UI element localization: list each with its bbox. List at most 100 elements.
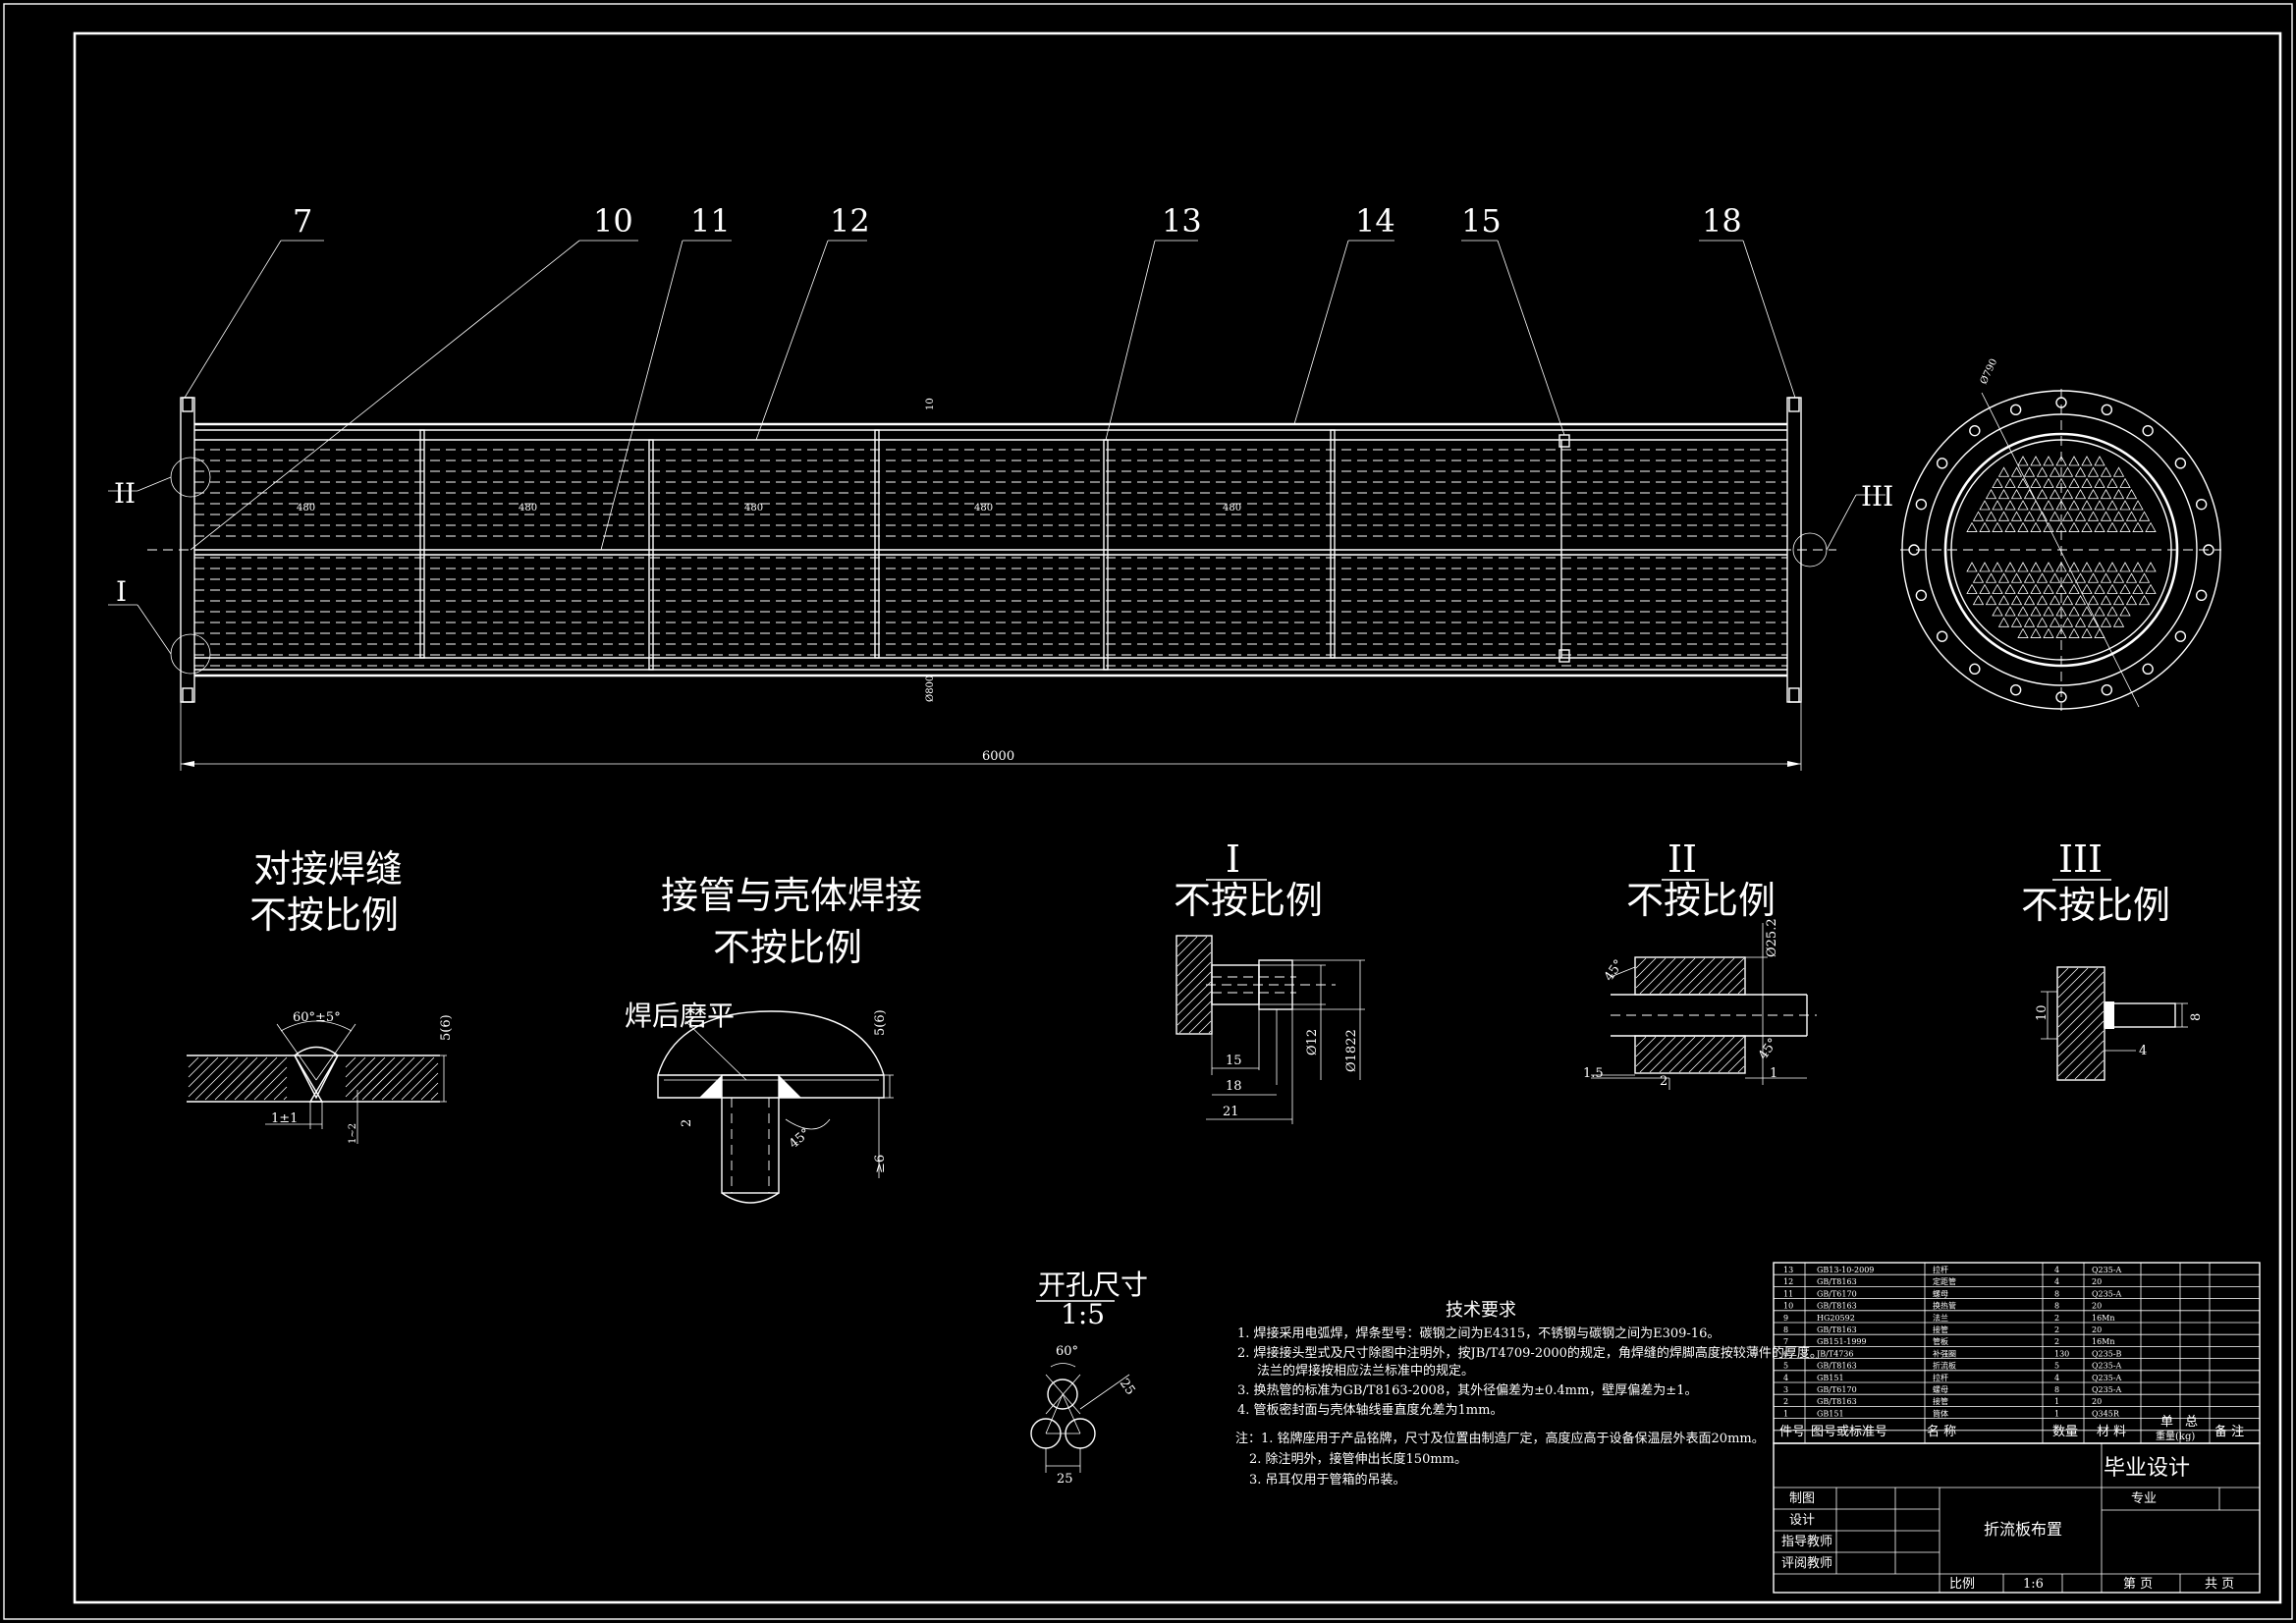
tech-req-title: 技术要求 bbox=[1446, 1300, 1516, 1321]
bom-cell: 拉杆 bbox=[1933, 1265, 1948, 1274]
hatch-line bbox=[273, 1086, 288, 1101]
title-project: 毕业设计 bbox=[2104, 1456, 2190, 1481]
bolt-hole bbox=[1936, 458, 1948, 469]
section-mark-II: II bbox=[114, 477, 136, 510]
hatch-line bbox=[361, 1056, 406, 1101]
tube-hole bbox=[2112, 488, 2125, 500]
tube-hole bbox=[2043, 500, 2054, 511]
tube-hole bbox=[1992, 562, 2003, 572]
tube-hole bbox=[2119, 521, 2131, 532]
tube-hole bbox=[2132, 583, 2144, 594]
bom-cell: Q235-B bbox=[2092, 1349, 2122, 1358]
tube-hole bbox=[1992, 606, 2003, 617]
tube-hole bbox=[2087, 511, 2100, 521]
bolt-hole bbox=[1969, 663, 1981, 676]
tube-hole bbox=[2043, 456, 2054, 466]
tube-hole bbox=[2081, 477, 2093, 488]
tube-hole bbox=[2074, 617, 2087, 627]
tube-hole bbox=[1966, 583, 1978, 594]
title-scale: 1:6 bbox=[2023, 1577, 2044, 1592]
tube-hole bbox=[2081, 627, 2093, 638]
tube-hole bbox=[2094, 477, 2105, 488]
tube-hole bbox=[2119, 583, 2131, 594]
tube-hole bbox=[2061, 572, 2074, 583]
nozzle-weld-detail: 接管与壳体焊接 不按比例 焊后磨平 5(6) 45° ≥6 2 bbox=[625, 874, 922, 1204]
tube-hole bbox=[2004, 583, 2016, 594]
detail-I-roman: I bbox=[1226, 838, 1240, 881]
bom-cell: 接管 bbox=[1933, 1396, 1948, 1406]
tube-hole bbox=[2043, 477, 2054, 488]
hatch-line bbox=[410, 1072, 439, 1101]
bolt-hole bbox=[2142, 424, 2154, 437]
bom-cell: GB/T8163 bbox=[1817, 1397, 1857, 1406]
bom-cell: 13 bbox=[1783, 1266, 1793, 1274]
hatch-line bbox=[188, 1056, 209, 1078]
title-drawing-name: 折流板布置 bbox=[1984, 1520, 2062, 1539]
bom-cell: 4 bbox=[2054, 1277, 2059, 1286]
title-total: 共 页 bbox=[2205, 1577, 2234, 1592]
tube-hole bbox=[2087, 617, 2100, 627]
hatch-line bbox=[1639, 957, 1676, 995]
part-num-7: 7 bbox=[293, 202, 312, 240]
detail-II-l1: 1.5 bbox=[1583, 1066, 1604, 1081]
dim-spacing-2: 480 bbox=[519, 503, 537, 514]
hatch-line bbox=[371, 1056, 415, 1101]
hatch-line bbox=[2057, 967, 2099, 1008]
bom-cell: 20 bbox=[2092, 1277, 2102, 1286]
tube-hole bbox=[2094, 521, 2105, 532]
butt-weld-angle: 60°±5° bbox=[293, 1010, 341, 1025]
dim-spacing-4: 480 bbox=[974, 503, 993, 514]
tube-hole bbox=[2138, 594, 2151, 606]
tube-hole bbox=[1979, 583, 1991, 594]
tube-hole bbox=[2074, 511, 2087, 521]
hatch-line bbox=[1698, 1036, 1735, 1073]
tube-hole bbox=[1979, 521, 1991, 532]
tube-hole bbox=[2017, 521, 2029, 532]
tube-hole bbox=[1997, 466, 2010, 477]
bom-cell: 管板 bbox=[1933, 1336, 1948, 1346]
detail-III-roman: III bbox=[2058, 838, 2103, 881]
tube-hole bbox=[2094, 500, 2105, 511]
bom-cell: 2 bbox=[1783, 1397, 1788, 1406]
hatch-line bbox=[1635, 957, 1647, 969]
part-num-15: 15 bbox=[1461, 202, 1502, 240]
hatch-line bbox=[2057, 1010, 2105, 1057]
tech-requirements: 技术要求 1. 焊接采用电弧焊，焊条型号：碳钢之间为E4315，不锈钢与碳钢之间… bbox=[1235, 1300, 1823, 1488]
tube-hole bbox=[2017, 606, 2029, 617]
tube-hole bbox=[1997, 572, 2010, 583]
tube-hole bbox=[2004, 500, 2016, 511]
part-num-10: 10 bbox=[593, 202, 633, 240]
tube-hole bbox=[2100, 466, 2112, 477]
dim-length: 6000 bbox=[982, 749, 1014, 764]
hatch-line bbox=[352, 1056, 396, 1101]
bom-cell: GB/T8163 bbox=[1817, 1362, 1857, 1371]
hatch-line bbox=[381, 1056, 425, 1101]
tube-hole bbox=[2094, 562, 2105, 572]
tube-hole bbox=[2087, 488, 2100, 500]
bom-cell: 3 bbox=[1783, 1385, 1788, 1394]
hatch-line bbox=[234, 1056, 278, 1101]
tube-hole bbox=[2138, 511, 2151, 521]
hatch-line bbox=[1727, 977, 1745, 995]
hatch-line bbox=[204, 1056, 248, 1101]
tube-hole bbox=[2068, 627, 2080, 638]
bom-cell: 拉杆 bbox=[1933, 1373, 1948, 1382]
bom-cell: 12 bbox=[1783, 1277, 1793, 1286]
tube-hole bbox=[2094, 456, 2105, 466]
hatch-line bbox=[401, 1062, 439, 1101]
nozzle-weld-title1: 接管与壳体焊接 bbox=[661, 874, 922, 917]
tube-hole bbox=[2061, 488, 2074, 500]
tube-hole bbox=[2106, 562, 2118, 572]
tube-hole bbox=[2030, 627, 2042, 638]
hatch-line bbox=[430, 1092, 439, 1101]
tube-hole bbox=[2068, 583, 2080, 594]
tube-hole bbox=[2010, 594, 2023, 606]
bom-cell: GB/T8163 bbox=[1817, 1325, 1857, 1334]
nozzle-weld-len: ≥6 bbox=[873, 1155, 888, 1173]
tube-hole bbox=[2106, 477, 2118, 488]
hatch-line bbox=[253, 1066, 288, 1101]
bom-cell: 螺母 bbox=[1933, 1288, 1948, 1298]
bom-col-total: 总 bbox=[2185, 1415, 2198, 1430]
detail-III-d3: 4 bbox=[2139, 1044, 2147, 1058]
